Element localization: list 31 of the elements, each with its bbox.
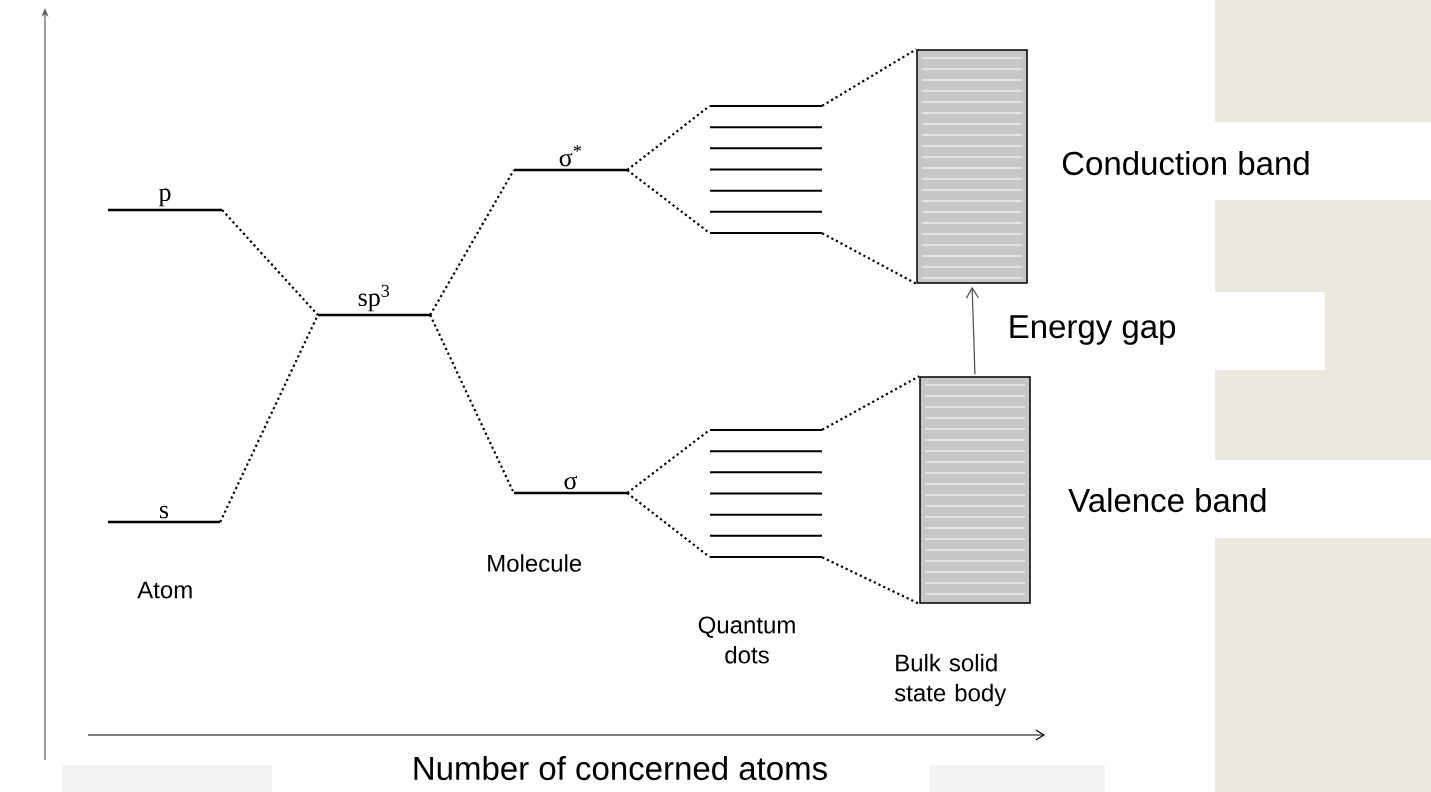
stage-label: Bulk solid state body [894, 653, 1007, 707]
stage-label: Molecule [488, 554, 582, 572]
stage-label: Atom [137, 581, 192, 599]
energy-level: sp$^{3}$ [318, 284, 430, 317]
level-stack [709, 105, 823, 234]
stage-label: Quantum dots [698, 616, 795, 664]
energy-level: σ$^{*}$ [514, 145, 627, 172]
dotted-line [429, 169, 515, 316]
dotted-line [219, 314, 319, 523]
energy-level: s [108, 505, 220, 524]
edge-label: Energy gap [1005, 313, 1179, 347]
level-stack [709, 429, 823, 558]
axis-label: Number of concerned atoms [414, 755, 827, 781]
energy-level: p [108, 188, 222, 212]
node-label: p [158, 188, 171, 207]
node-label: σ$^{*}$ [559, 145, 581, 167]
dotted-line [626, 169, 711, 235]
arrow [965, 286, 980, 375]
node-label: sp$^{3}$ [358, 284, 390, 312]
dotted-line [821, 48, 917, 107]
band-label: Valence band [1068, 487, 1266, 513]
dotted-line [821, 232, 917, 285]
dotted-line [626, 428, 711, 494]
dotted-line [429, 314, 515, 494]
dotted-line [626, 104, 711, 171]
dotted-line [626, 492, 711, 559]
dotted-line [821, 375, 920, 431]
band-label: Conduction band [1062, 150, 1309, 176]
dotted-line [221, 209, 319, 316]
energy-level: σ [514, 475, 627, 495]
dotted-line [821, 556, 920, 605]
